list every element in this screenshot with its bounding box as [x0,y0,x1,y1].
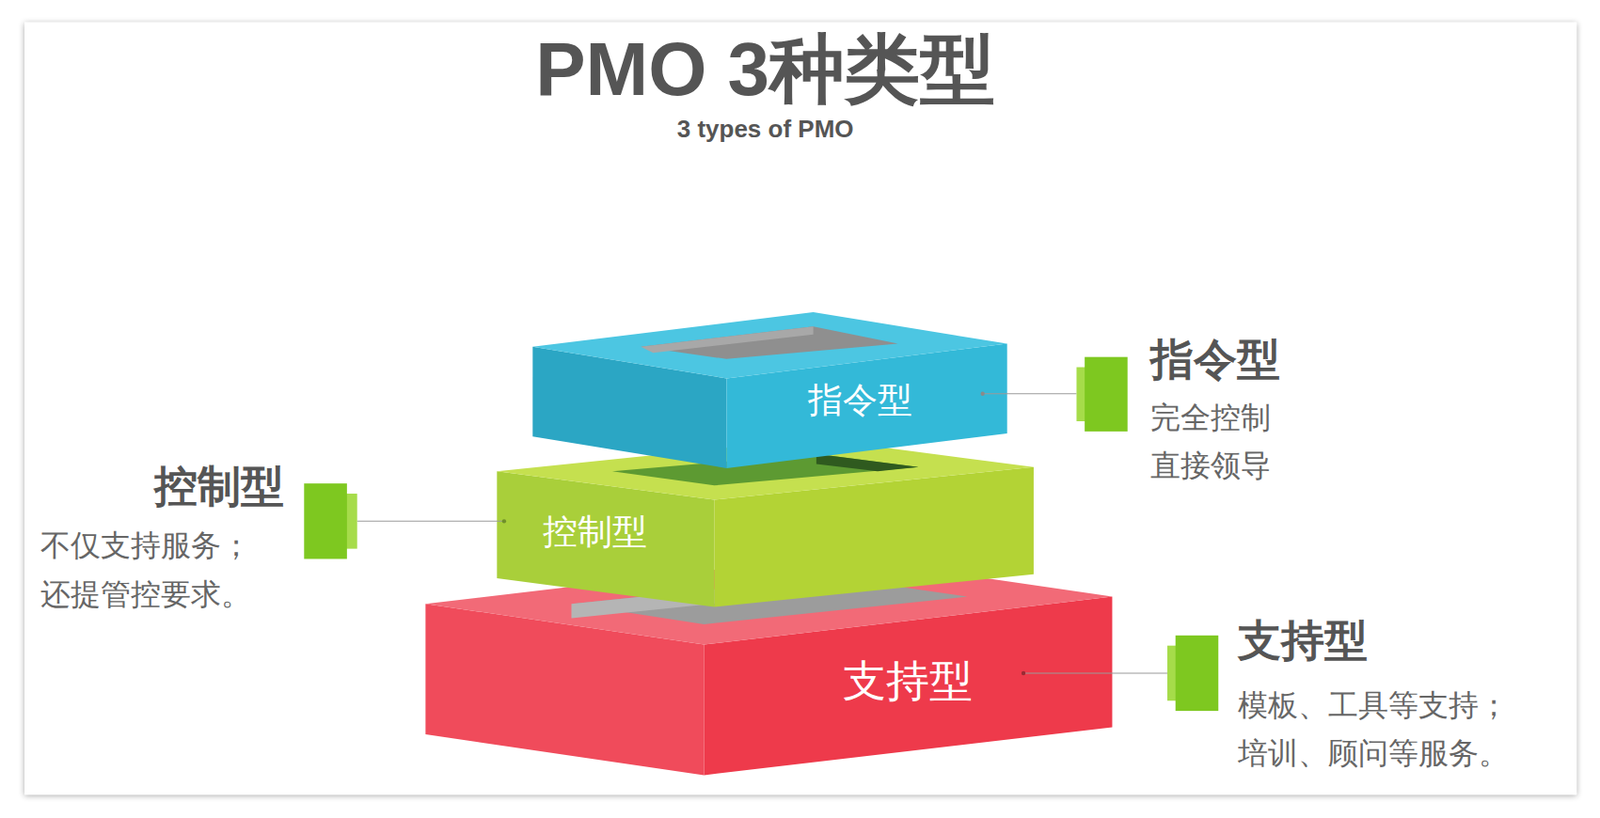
callout-body: 不仅支持服务； 还提管控要求。 [40,522,264,618]
diagram-title: PMO 3种类型 [535,28,996,111]
leader-lines [357,392,1168,677]
subtitle: 3 types of PMO [677,115,855,144]
directive-box: 指令型 [800,376,920,426]
callout-body: 模板、工具等支持； 培训、顾问等服务。 [1237,681,1521,778]
callout-heading: 指令型 [1150,334,1281,385]
callout-markers [303,357,1219,712]
control-box: 控制型 [535,507,655,557]
box-label: 控制型 [542,511,648,554]
directive-box-shape [532,312,1007,469]
callout-body: 完全控制 直接领导 [1150,394,1284,491]
control-box-shape [496,438,1034,607]
support-box: 支持型 [835,651,981,712]
box-label: 指令型 [807,380,913,422]
box-label: 支持型 [842,655,973,708]
card [24,22,1577,795]
callout-heading: 控制型 [154,461,285,512]
callout-heading: 支持型 [1237,616,1368,666]
